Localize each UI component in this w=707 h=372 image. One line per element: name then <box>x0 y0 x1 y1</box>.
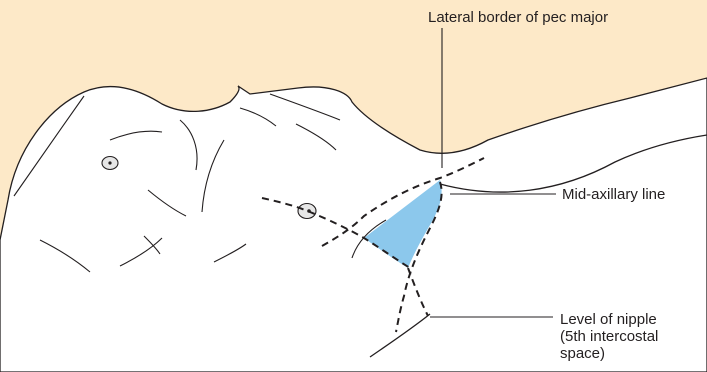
label-level-of-nipple: Level of nipple (5th intercostal space) <box>560 311 658 362</box>
right-nipple <box>298 204 316 219</box>
label-lateral-border-pec-major: Lateral border of pec major <box>428 9 608 26</box>
label-nipple-line-3: space) <box>560 345 658 362</box>
label-mid-axillary-line: Mid-axillary line <box>562 186 665 203</box>
label-nipple-line-2: (5th intercostal <box>560 328 658 345</box>
label-nipple-line-1: Level of nipple <box>560 311 658 328</box>
